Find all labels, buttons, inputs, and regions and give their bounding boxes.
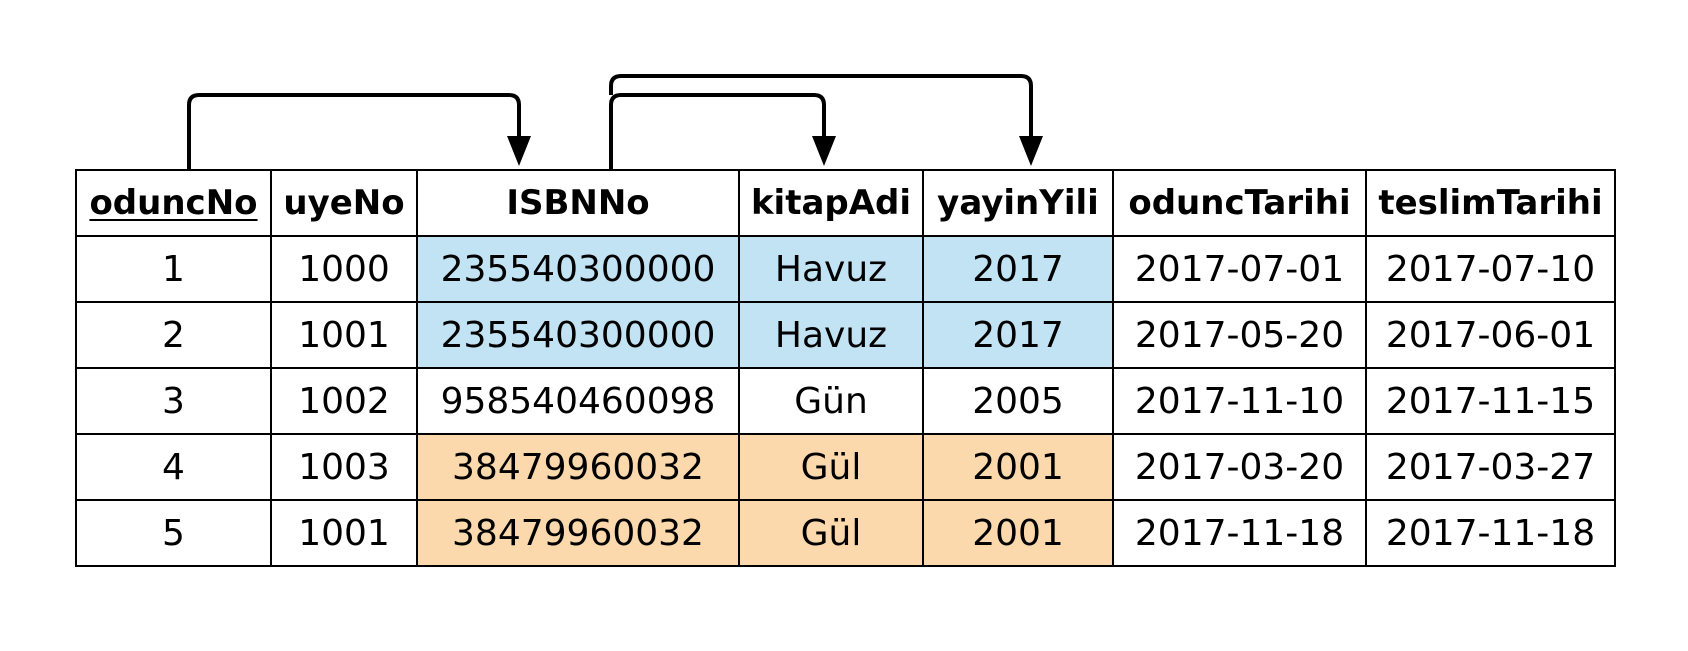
relation-table: oduncNo uyeNo ISBNNo kitapAdi yayinYili …	[75, 169, 1616, 567]
cell-oduncTarihi: 2017-11-10	[1112, 367, 1367, 435]
cell-kitapAdi: Gül	[738, 499, 924, 567]
cell-teslimTarihi: 2017-11-15	[1365, 367, 1616, 435]
column-header-uyeNo: uyeNo	[270, 169, 418, 237]
cell-oduncTarihi: 2017-11-18	[1112, 499, 1367, 567]
cell-oduncNo: 3	[75, 367, 272, 435]
cell-ISBNNo: 958540460098	[416, 367, 740, 435]
cell-oduncNo: 4	[75, 433, 272, 501]
primary-key-label: oduncNo	[89, 183, 258, 223]
cell-oduncNo: 2	[75, 301, 272, 369]
cell-teslimTarihi: 2017-11-18	[1365, 499, 1616, 567]
cell-uyeNo: 1002	[270, 367, 418, 435]
cell-ISBNNo: 235540300000	[416, 301, 740, 369]
table-row: 1 1000 235540300000 Havuz 2017 2017-07-0…	[75, 235, 1616, 303]
table-row: 2 1001 235540300000 Havuz 2017 2017-05-2…	[75, 301, 1616, 369]
cell-uyeNo: 1000	[270, 235, 418, 303]
cell-teslimTarihi: 2017-03-27	[1365, 433, 1616, 501]
cell-ISBNNo: 235540300000	[416, 235, 740, 303]
cell-oduncTarihi: 2017-03-20	[1112, 433, 1367, 501]
dependency-arrow-ISBNNo-to-yayinYili	[609, 74, 1033, 140]
cell-uyeNo: 1003	[270, 433, 418, 501]
arrowhead-ISBNNo	[507, 136, 531, 166]
cell-ISBNNo: 38479960032	[416, 433, 740, 501]
cell-oduncTarihi: 2017-07-01	[1112, 235, 1367, 303]
cell-kitapAdi: Gün	[738, 367, 924, 435]
column-header-teslimTarihi: teslimTarihi	[1365, 169, 1616, 237]
cell-oduncNo: 5	[75, 499, 272, 567]
cell-teslimTarihi: 2017-06-01	[1365, 301, 1616, 369]
cell-oduncNo: 1	[75, 235, 272, 303]
arrowhead-kitapAdi	[812, 136, 836, 166]
table-row: 4 1003 38479960032 Gül 2001 2017-03-20 2…	[75, 433, 1616, 501]
cell-yayinYili: 2001	[922, 433, 1114, 501]
column-header-oduncTarihi: oduncTarihi	[1112, 169, 1367, 237]
cell-yayinYili: 2005	[922, 367, 1114, 435]
cell-uyeNo: 1001	[270, 499, 418, 567]
dependency-arrow-ISBNNo-to-kitapAdi	[609, 93, 826, 169]
column-header-kitapAdi: kitapAdi	[738, 169, 924, 237]
cell-yayinYili: 2017	[922, 301, 1114, 369]
cell-yayinYili: 2001	[922, 499, 1114, 567]
cell-yayinYili: 2017	[922, 235, 1114, 303]
cell-kitapAdi: Gül	[738, 433, 924, 501]
header-row: oduncNo uyeNo ISBNNo kitapAdi yayinYili …	[75, 169, 1616, 237]
cell-kitapAdi: Havuz	[738, 301, 924, 369]
column-header-yayinYili: yayinYili	[922, 169, 1114, 237]
cell-teslimTarihi: 2017-07-10	[1365, 235, 1616, 303]
column-header-ISBNNo: ISBNNo	[416, 169, 740, 237]
cell-ISBNNo: 38479960032	[416, 499, 740, 567]
cell-kitapAdi: Havuz	[738, 235, 924, 303]
table-row: 5 1001 38479960032 Gül 2001 2017-11-18 2…	[75, 499, 1616, 567]
arrowhead-yayinYili	[1019, 136, 1043, 166]
cell-oduncTarihi: 2017-05-20	[1112, 301, 1367, 369]
dependency-arrow-oduncNo-to-ISBNNo	[187, 93, 521, 169]
table-row: 3 1002 958540460098 Gün 2005 2017-11-10 …	[75, 367, 1616, 435]
column-header-oduncNo: oduncNo	[75, 169, 272, 237]
cell-uyeNo: 1001	[270, 301, 418, 369]
